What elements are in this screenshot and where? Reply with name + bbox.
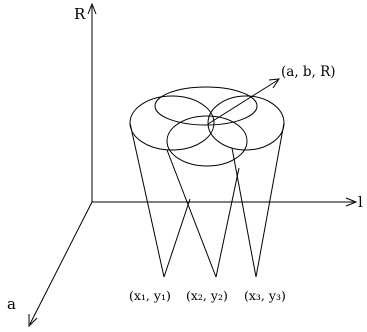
annotation-arrowhead [268,78,281,89]
cone-3-top-circle [154,86,258,126]
r-axis-label: R [74,5,86,23]
annotation-label: (a, b, R) [281,64,336,80]
horizontal-axis-arrowhead [345,197,358,207]
horizontal-axis-label: l [358,193,363,211]
point-2-label: (x₂, y₂) [186,288,228,303]
cone-4-top-circle [166,115,248,167]
point-3-label: (x₃, y₃) [244,288,286,303]
cone-1-top-circle [129,95,215,151]
cone-2-top-circle [207,95,285,151]
cone-1-left-side [129,122,165,278]
cone-2-left-side [166,149,217,278]
a-axis [29,201,93,325]
a-axis-label: a [7,295,16,313]
a-axis-arrowhead [28,314,38,328]
cone-3-right-side [255,122,285,278]
r-axis-arrowhead [87,2,97,15]
annotation-arrow [207,79,279,125]
cone-3-left-side [231,147,257,278]
cone-2-right-side [215,167,240,278]
point-1-label: (x₁, y₁) [129,288,171,303]
cone-1-right-side [163,198,191,278]
